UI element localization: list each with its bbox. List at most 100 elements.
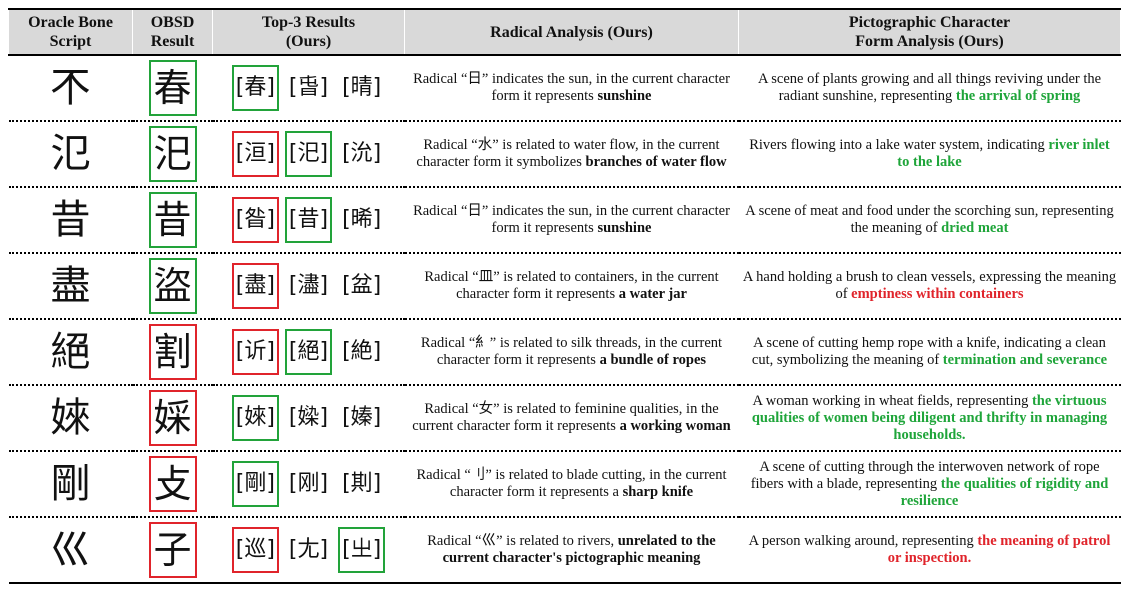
pictographic-text: the virtuous qualities of women being di… bbox=[751, 392, 1108, 443]
pictographic-analysis-cell: A scene of meat and food under the scorc… bbox=[739, 187, 1121, 253]
pictographic-text: emptiness within containers bbox=[851, 286, 1024, 302]
radical-text: Radical “水” is related to water flow, in… bbox=[416, 137, 720, 170]
pictographic-text: the arrival of spring bbox=[955, 88, 1081, 104]
candidate-box: [晴] bbox=[342, 75, 382, 100]
column-header-line: Form Analysis (Ours) bbox=[855, 33, 1004, 50]
candidate-box: [刚] bbox=[288, 471, 329, 496]
oracle-glyph: 婡 bbox=[50, 395, 91, 441]
pictographic-text: A hand holding a brush to clean vessels,… bbox=[742, 269, 1117, 302]
oracle-glyph: 盡 bbox=[50, 263, 91, 309]
table-row: 巛子[巡][尢][㞢]Radical “巛” is related to riv… bbox=[8, 517, 1121, 583]
table-row: 昔昔[昝][昔][晞]Radical “日” indicates the sun… bbox=[8, 187, 1121, 253]
radical-text: sunshine bbox=[597, 220, 652, 236]
candidate-box: [春] bbox=[231, 65, 279, 111]
pictographic-text: Rivers flowing into a lake water system,… bbox=[749, 137, 1049, 153]
oracle-bone-cell: 剛 bbox=[9, 451, 133, 517]
column-header: Radical Analysis (Ours) bbox=[404, 9, 739, 55]
radical-text: Radical “皿” is related to containers, in… bbox=[424, 269, 719, 302]
oracle-bone-cell: 昔 bbox=[9, 187, 133, 253]
pictographic-analysis-cell: A hand holding a brush to clean vessels,… bbox=[739, 253, 1121, 319]
candidate-box: [洹] bbox=[231, 131, 279, 177]
table-row: 絕割[䜣][絕][絶]Radical “糹” is related to sil… bbox=[8, 319, 1121, 385]
top3-cell: [洹][汜] [沇] bbox=[213, 121, 405, 187]
radical-text: unrelated to the current character's pic… bbox=[442, 533, 716, 566]
radical-analysis-cell: Radical “巛” is related to rivers, unrela… bbox=[405, 517, 739, 583]
pictographic-analysis-cell: A scene of cutting hemp rope with a knif… bbox=[739, 319, 1121, 385]
candidate-box: [濜] bbox=[288, 273, 329, 298]
radical-analysis-cell: Radical “水” is related to water flow, in… bbox=[405, 121, 739, 187]
obsd-result-cell: 子 bbox=[133, 517, 213, 583]
obsd-result-box: 子 bbox=[148, 522, 197, 578]
radical-analysis-cell: Radical “刂” is related to blade cutting,… bbox=[405, 451, 739, 517]
candidate-box: [䜣] bbox=[231, 329, 279, 375]
top3-cell: [春] [旾] [晴] bbox=[213, 55, 405, 121]
candidate-box: [絕] bbox=[284, 329, 333, 375]
radical-analysis-cell: Radical “女” is related to feminine quali… bbox=[405, 385, 739, 451]
obsd-result-cell: 昔 bbox=[133, 187, 213, 253]
column-header: Top-3 Results (Ours) bbox=[212, 9, 405, 55]
radical-text: Radical “巛” is related to rivers, bbox=[427, 533, 618, 549]
table-row: 婡婇[婡][媣][嫀]Radical “女” is related to fem… bbox=[8, 385, 1121, 451]
obsd-result-cell: 割 bbox=[133, 319, 213, 385]
pictographic-text: A person walking around, representing bbox=[748, 533, 978, 549]
column-header-line: (Ours) bbox=[285, 33, 332, 50]
candidate-box: [巡] bbox=[231, 527, 279, 573]
radical-text: branches of water flow bbox=[585, 154, 727, 170]
column-header-line: Radical Analysis (Ours) bbox=[490, 23, 653, 41]
radical-analysis-cell: Radical “日” indicates the sun, in the cu… bbox=[405, 187, 739, 253]
candidate-box: [盡] bbox=[231, 263, 279, 309]
pictographic-text: the qualities of rigidity and resilience bbox=[900, 475, 1109, 509]
oracle-bone-cell: 𣎴 bbox=[9, 55, 133, 121]
radical-analysis-cell: Radical “皿” is related to containers, in… bbox=[405, 253, 739, 319]
obsd-result-box: 割 bbox=[148, 324, 197, 380]
pictographic-text: A woman working in wheat fields, represe… bbox=[752, 392, 1032, 409]
candidate-box: [婡] bbox=[231, 395, 279, 441]
column-header-line: Result bbox=[150, 33, 195, 50]
candidate-box: [剛] bbox=[231, 461, 279, 507]
top3-cell: [剛][刚][剘] bbox=[213, 451, 405, 517]
radical-analysis-cell: Radical “糹” is related to silk threads, … bbox=[405, 319, 739, 385]
obsd-result-box: 盜 bbox=[148, 258, 197, 314]
candidate-box: [媣] bbox=[288, 405, 329, 430]
top3-cell: [巡][尢][㞢] bbox=[213, 517, 405, 583]
candidate-box: [昔] bbox=[284, 197, 333, 243]
candidate-box: [昝] bbox=[231, 197, 279, 243]
radical-text: Radical “糹” is related to silk threads, … bbox=[420, 335, 723, 368]
radical-text: Radical “日” indicates the sun, in the cu… bbox=[413, 203, 730, 236]
pictographic-analysis-cell: A woman working in wheat fields, represe… bbox=[739, 385, 1121, 451]
radical-text: Radical “日” indicates the sun, in the cu… bbox=[413, 71, 730, 104]
column-header-line: Top-3 Results bbox=[261, 14, 356, 31]
table-row: 剛攴[剛][刚][剘]Radical “刂” is related to bla… bbox=[8, 451, 1121, 517]
obsd-result-box: 汜 bbox=[148, 126, 197, 182]
obsd-result-box: 春 bbox=[148, 60, 197, 116]
obsd-result-box: 攴 bbox=[148, 456, 197, 512]
obsd-result-cell: 攴 bbox=[133, 451, 213, 517]
pictographic-text: A scene of cutting hemp rope with a knif… bbox=[751, 335, 1106, 368]
pictographic-text: river inlet to the lake bbox=[897, 137, 1110, 170]
pictographic-analysis-cell: A scene of cutting through the interwove… bbox=[739, 451, 1121, 517]
oracle-bone-cell: 盡 bbox=[9, 253, 133, 319]
candidate-box: [旾] bbox=[288, 75, 329, 100]
oracle-glyph: 氾 bbox=[50, 131, 91, 177]
top3-cell: [昝][昔][晞] bbox=[213, 187, 405, 253]
oracle-glyph: 剛 bbox=[50, 461, 91, 507]
radical-text: a working woman bbox=[619, 418, 731, 434]
candidate-box: [汜] bbox=[284, 131, 333, 177]
radical-text: sunshine bbox=[597, 88, 652, 104]
radical-text: Radical “刂” is related to blade cutting,… bbox=[416, 467, 727, 500]
obsd-result-cell: 婇 bbox=[133, 385, 213, 451]
obsd-result-box: 婇 bbox=[148, 390, 197, 446]
radical-text: a water jar bbox=[618, 286, 687, 302]
oracle-glyph: 巛 bbox=[50, 527, 91, 573]
oracle-bone-cell: 婡 bbox=[9, 385, 133, 451]
radical-analysis-cell: Radical “日” indicates the sun, in the cu… bbox=[405, 55, 739, 121]
candidate-box: [沇] bbox=[342, 141, 382, 166]
pictographic-text: termination and severance bbox=[942, 352, 1108, 368]
top3-cell: [䜣][絕][絶] bbox=[213, 319, 405, 385]
table-row: 盡盜[盡][濜][盆]Radical “皿” is related to con… bbox=[8, 253, 1121, 319]
radical-text: sharp knife bbox=[622, 484, 694, 500]
